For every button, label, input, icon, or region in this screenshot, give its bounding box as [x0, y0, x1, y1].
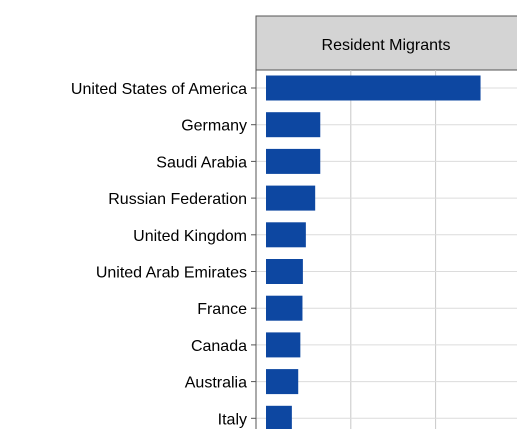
category-label: United Arab Emirates — [96, 265, 247, 282]
category-label: United States of America — [71, 81, 247, 98]
facet-header — [255, 15, 517, 71]
bar — [266, 112, 321, 138]
category-label: Saudi Arabia — [156, 154, 247, 171]
category-label: Germany — [181, 118, 247, 135]
bar — [266, 222, 306, 248]
bar — [266, 405, 292, 429]
category-label: Russian Federation — [108, 191, 247, 208]
bar — [266, 332, 301, 358]
bar — [266, 259, 303, 284]
category-label: France — [197, 301, 247, 318]
bar — [266, 295, 303, 321]
bar — [266, 75, 481, 101]
bars-layer — [266, 75, 481, 429]
category-label: Italy — [218, 411, 247, 428]
category-label: Canada — [191, 338, 247, 355]
bar — [266, 369, 299, 395]
facet-title: Resident Migrants — [322, 37, 451, 54]
category-label: Australia — [185, 375, 247, 392]
category-label: United Kingdom — [133, 228, 247, 245]
bar — [266, 185, 316, 211]
bar — [266, 148, 321, 174]
